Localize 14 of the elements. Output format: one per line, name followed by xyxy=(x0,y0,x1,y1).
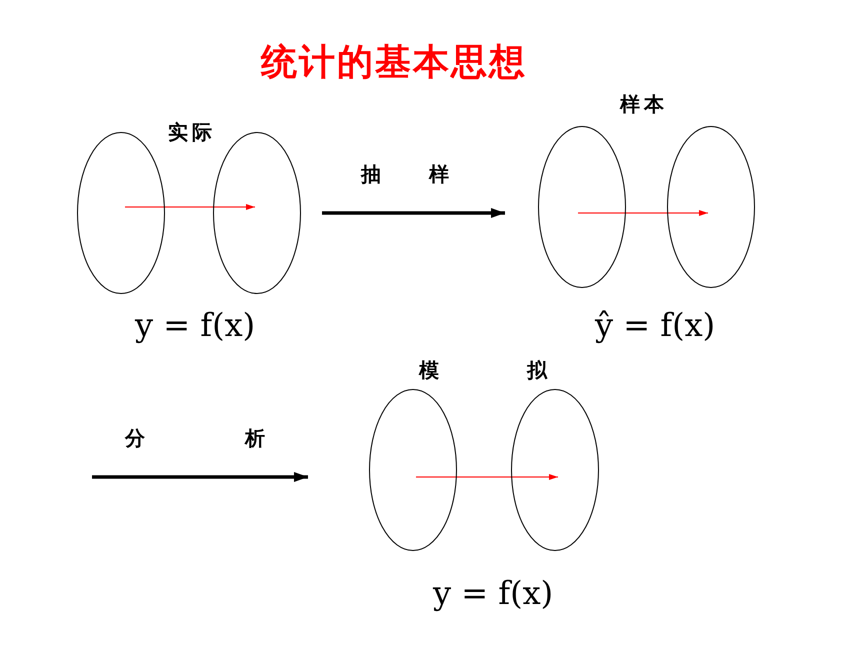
formula: y = f(x) xyxy=(135,306,256,344)
label-text: 模拟 xyxy=(418,356,635,384)
arrow xyxy=(416,474,558,480)
formula: y = f(x) xyxy=(433,574,554,612)
formula: ŷ = f(x) xyxy=(595,306,716,344)
label-text: 样本 xyxy=(618,90,668,118)
label-text: 实际 xyxy=(167,118,216,146)
arrow xyxy=(124,204,256,210)
arrow xyxy=(92,472,308,482)
title: 统计的基本思想 xyxy=(260,40,527,84)
edge-label: 分析 xyxy=(124,424,365,452)
arrow xyxy=(578,210,708,216)
arrow xyxy=(322,208,505,218)
edge-label: 抽样 xyxy=(360,160,497,188)
